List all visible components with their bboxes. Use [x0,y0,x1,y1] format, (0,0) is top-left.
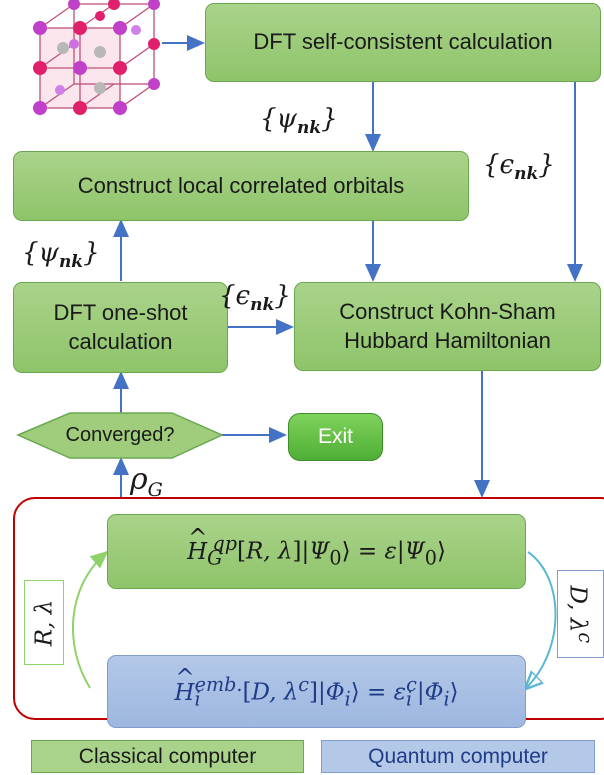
embedding-equation: H^iemb.[D, λc]|Φi⟩ = εic|Φi⟩ [174,664,459,711]
construct-orbitals-box: Construct local correlated orbitals [13,151,469,221]
r-lambda-label: R, λ [31,599,57,646]
psi-nk-left-label: {ψnk} [22,238,100,273]
legend-quantum: Quantum computer [321,740,595,773]
kohn-sham-line1: Construct Kohn-Sham [339,298,556,324]
kohn-sham-line2: Hubbard Hamiltonian [344,327,551,353]
dft-scf-box: DFT self-consistent calculation [205,3,601,82]
d-lambda-label-box: D, λc [557,570,604,658]
dft-one-shot-line1: DFT one-shot [53,299,188,325]
eps-nk-right-label: {ϵnk} [483,150,555,185]
d-lambda-label: D, λc [564,585,597,643]
arrow-r-lambda [72,550,109,689]
embedding-hamiltonian-box: H^iemb.[D, λc]|Φi⟩ = εic|Φi⟩ [107,655,526,728]
gutzwiller-equation: H^Gqp[R, λ]|Ψ0⟩ = ε|Ψ0⟩ [187,524,446,570]
eps-nk-mid-label: {ϵnk} [219,281,291,316]
dft-one-shot-line2: calculation [68,328,173,354]
rho-g-label: ρG [130,462,163,501]
dft-scf-label: DFT self-consistent calculation [253,29,553,55]
psi-nk-top-label: {ψnk} [260,104,338,139]
r-lambda-label-box: R, λ [24,580,64,665]
kohn-sham-box: Construct Kohn-Sham Hubbard Hamiltonian [294,282,601,371]
legend-classical: Classical computer [31,740,304,773]
exit-button: Exit [288,413,383,461]
dft-one-shot-box: DFT one-shot calculation [13,282,228,373]
gutzwiller-quasiparticle-box: H^Gqp[R, λ]|Ψ0⟩ = ε|Ψ0⟩ [107,514,526,589]
arrow-d-lambda [526,551,557,688]
converged-label: Converged? [65,424,175,446]
construct-orbitals-label: Construct local correlated orbitals [77,172,405,198]
